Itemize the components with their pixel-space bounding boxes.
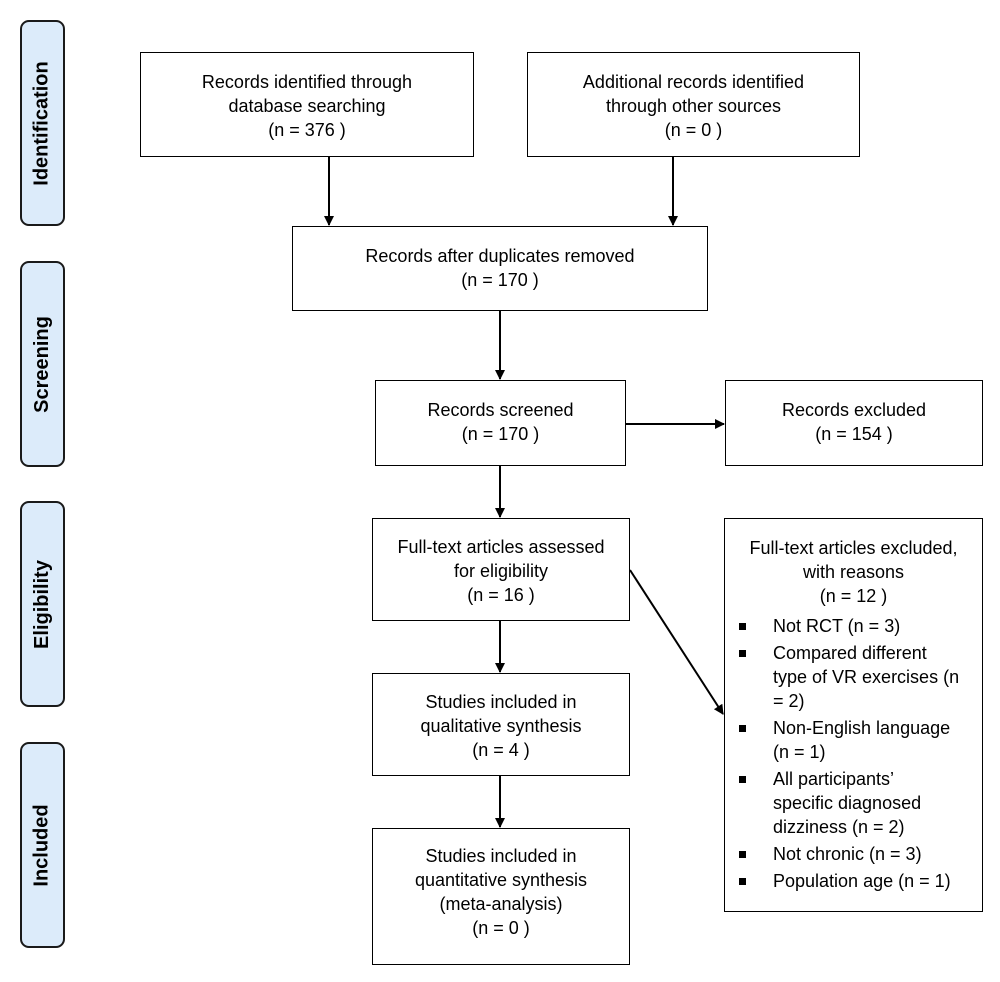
fulltext-line-2: for eligibility bbox=[453, 561, 549, 581]
box-fulltext-excluded: Full-text articles excluded, with reason… bbox=[724, 518, 983, 912]
db-search-line-2: database searching bbox=[228, 96, 386, 116]
reason-not-rct: Not RCT (n = 3) bbox=[725, 614, 982, 638]
other-sources-count: (n = 0 ) bbox=[664, 120, 723, 140]
fulltext-excluded-line-2: with reasons bbox=[802, 562, 905, 582]
phase-screening: Screening bbox=[20, 261, 65, 467]
reason-non-english-line-2: (n = 1) bbox=[773, 742, 826, 762]
arrow-fulltext-to-excluded-reasons bbox=[629, 569, 724, 715]
screened-line-1: Records screened bbox=[427, 400, 574, 420]
fulltext-line-1: Full-text articles assessed bbox=[397, 537, 605, 557]
reason-dizziness-line-3: dizziness (n = 2) bbox=[773, 817, 905, 837]
exclusion-reasons-list: Not RCT (n = 3) Compared different type … bbox=[725, 614, 982, 893]
bullet-icon bbox=[739, 623, 746, 630]
reason-population-age: Population age (n = 1) bbox=[725, 869, 982, 893]
box-records-excluded: Records excluded (n = 154 ) bbox=[725, 380, 983, 466]
reason-compared-vr-exercises: Compared different type of VR exercises … bbox=[725, 641, 982, 713]
quantitative-line-3: (meta-analysis) bbox=[439, 894, 563, 914]
bullet-icon bbox=[739, 851, 746, 858]
bullet-icon bbox=[739, 650, 746, 657]
box-qualitative-synthesis: Studies included in qualitative synthesi… bbox=[372, 673, 630, 776]
excluded-count: (n = 154 ) bbox=[815, 424, 893, 444]
excluded-line-1: Records excluded bbox=[781, 400, 927, 420]
reason-not-chronic: Not chronic (n = 3) bbox=[725, 842, 982, 866]
qualitative-line-1: Studies included in bbox=[425, 692, 577, 712]
reason-diagnosed-dizziness: All participants’ specific diagnosed diz… bbox=[725, 767, 982, 839]
reason-non-english-line-1: Non-English language bbox=[773, 718, 951, 738]
db-search-line-1: Records identified through bbox=[201, 72, 413, 92]
phase-identification: Identification bbox=[20, 20, 65, 226]
box-records-screened: Records screened (n = 170 ) bbox=[375, 380, 626, 466]
reason-dizziness-line-1: All participants’ bbox=[773, 769, 895, 789]
quantitative-line-2: quantitative synthesis bbox=[414, 870, 588, 890]
db-search-count: (n = 376 ) bbox=[268, 120, 346, 140]
fulltext-excluded-header: Full-text articles excluded, with reason… bbox=[725, 536, 982, 608]
box-fulltext-assessed: Full-text articles assessed for eligibil… bbox=[372, 518, 630, 621]
fulltext-excluded-count: (n = 12 ) bbox=[819, 586, 888, 606]
qualitative-count: (n = 4 ) bbox=[472, 740, 530, 760]
box-quantitative-synthesis: Studies included in quantitative synthes… bbox=[372, 828, 630, 965]
reason-compared-line-3: = 2) bbox=[773, 691, 805, 711]
box-other-sources: Additional records identified through ot… bbox=[527, 52, 860, 157]
reason-dizziness-line-2: specific diagnosed bbox=[773, 793, 922, 813]
fulltext-count: (n = 16 ) bbox=[467, 585, 535, 605]
fulltext-excluded-line-1: Full-text articles excluded, bbox=[749, 538, 958, 558]
quantitative-count: (n = 0 ) bbox=[472, 918, 530, 938]
reason-population-age-line-1: Population age (n = 1) bbox=[773, 871, 951, 891]
reason-not-rct-line-1: Not RCT (n = 3) bbox=[773, 616, 901, 636]
bullet-icon bbox=[739, 725, 746, 732]
bullet-icon bbox=[739, 878, 746, 885]
screened-count: (n = 170 ) bbox=[461, 424, 540, 444]
reason-compared-line-1: Compared different bbox=[773, 643, 927, 663]
reason-non-english: Non-English language (n = 1) bbox=[725, 716, 982, 764]
qualitative-line-2: qualitative synthesis bbox=[420, 716, 582, 736]
phase-included: Included bbox=[20, 742, 65, 948]
phase-eligibility: Eligibility bbox=[20, 501, 65, 707]
bullet-icon bbox=[739, 776, 746, 783]
after-duplicates-line-1: Records after duplicates removed bbox=[365, 246, 635, 266]
reason-not-chronic-line-1: Not chronic (n = 3) bbox=[773, 844, 922, 864]
reason-compared-line-2: type of VR exercises (n bbox=[773, 667, 960, 687]
box-after-duplicates: Records after duplicates removed (n = 17… bbox=[292, 226, 708, 311]
quantitative-line-1: Studies included in bbox=[425, 846, 577, 866]
box-database-searching: Records identified through database sear… bbox=[140, 52, 474, 157]
other-sources-line-2: through other sources bbox=[605, 96, 782, 116]
after-duplicates-count: (n = 170 ) bbox=[461, 270, 539, 290]
other-sources-line-1: Additional records identified bbox=[582, 72, 805, 92]
